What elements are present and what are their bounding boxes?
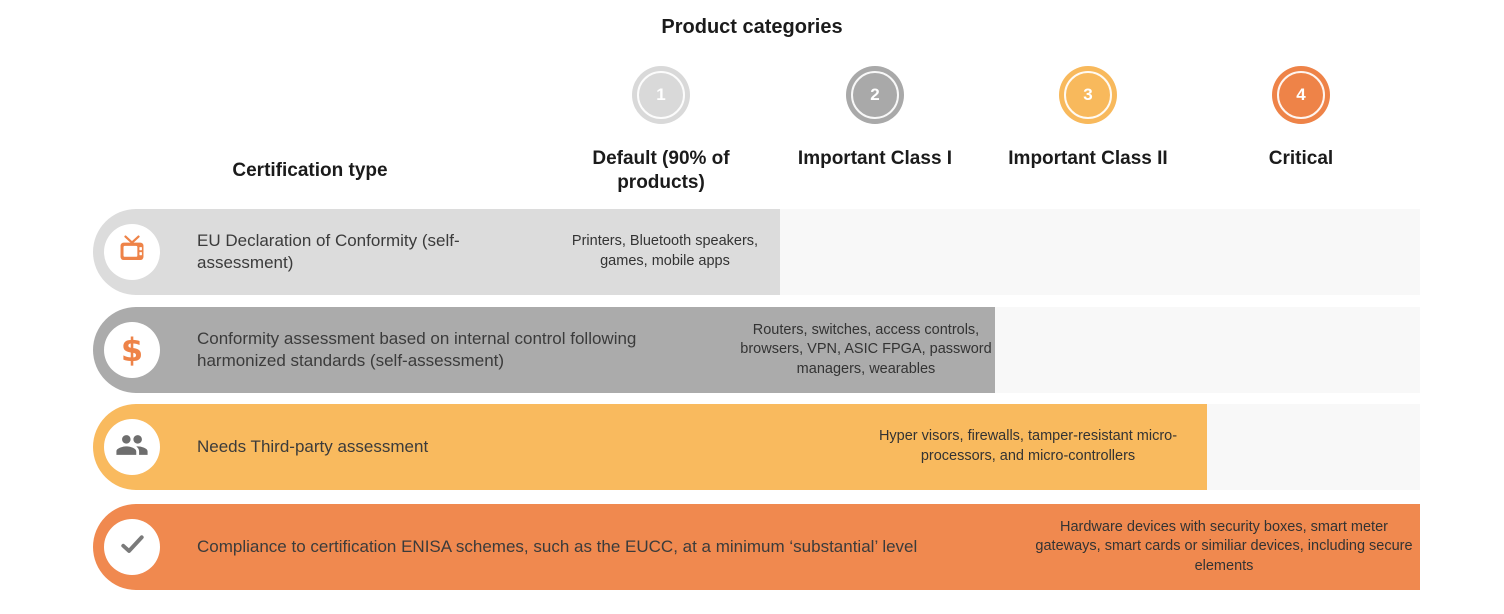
row-label: Compliance to certification ENISA scheme… [197, 536, 918, 556]
category-badge-number: 3 [1083, 85, 1093, 104]
row-product-examples: Hyper visors, firewalls, tamper-resistan… [878, 428, 1178, 464]
row-label: Needs Third-party assessment [197, 436, 429, 456]
column-header-critical: Critical [1268, 148, 1334, 169]
category-badge-number: 4 [1296, 85, 1306, 104]
row-label: Conformity assessment based on internal … [197, 328, 637, 370]
table-row-enisa-certification: Compliance to certification ENISA scheme… [0, 504, 1504, 590]
row-track-background [995, 307, 1420, 393]
row-label: EU Declaration of Conformity (self-asses… [197, 230, 460, 272]
row-icon-circle [104, 419, 160, 475]
check-icon [117, 530, 147, 565]
column-header-important-class-2: Important Class II [1008, 148, 1168, 169]
category-badge-4: 4 [1272, 66, 1330, 124]
row-product-examples: Routers, switches, access controls, brow… [740, 321, 992, 377]
table-row-third-party: Needs Third-party assessment Hyper visor… [0, 404, 1504, 490]
row-product-examples: Hardware devices with security boxes, sm… [1035, 518, 1413, 574]
category-badge-number: 2 [870, 85, 880, 104]
table-row-eu-declaration: EU Declaration of Conformity (self-asses… [0, 209, 1504, 295]
people-icon [115, 428, 149, 467]
row-bar-important-class-1 [93, 307, 995, 393]
row-bar-critical [93, 504, 1420, 590]
category-badge-number: 1 [656, 85, 666, 104]
row-bar-important-class-2 [93, 404, 1207, 490]
column-header-default: Default (90% of products) [592, 148, 730, 193]
category-badge-3: 3 [1059, 66, 1117, 124]
row-product-examples: Printers, Bluetooth speakers, games, mob… [571, 233, 759, 269]
row-track-background [1207, 404, 1420, 490]
column-header-important-class-1: Important Class I [797, 148, 953, 169]
category-badge-2: 2 [846, 66, 904, 124]
row-icon-circle: $ [104, 322, 160, 378]
category-badge-1: 1 [632, 66, 690, 124]
row-track-background [780, 209, 1420, 295]
dollar-icon: $ [120, 331, 144, 369]
page-title: Product categories [661, 16, 843, 38]
row-icon-circle [104, 519, 160, 575]
tv-icon [116, 234, 148, 270]
row-bar-default [93, 209, 780, 295]
certification-type-header: Certification type [232, 160, 388, 181]
row-icon-circle [104, 224, 160, 280]
table-row-internal-control: $ Conformity assessment based on interna… [0, 307, 1504, 393]
